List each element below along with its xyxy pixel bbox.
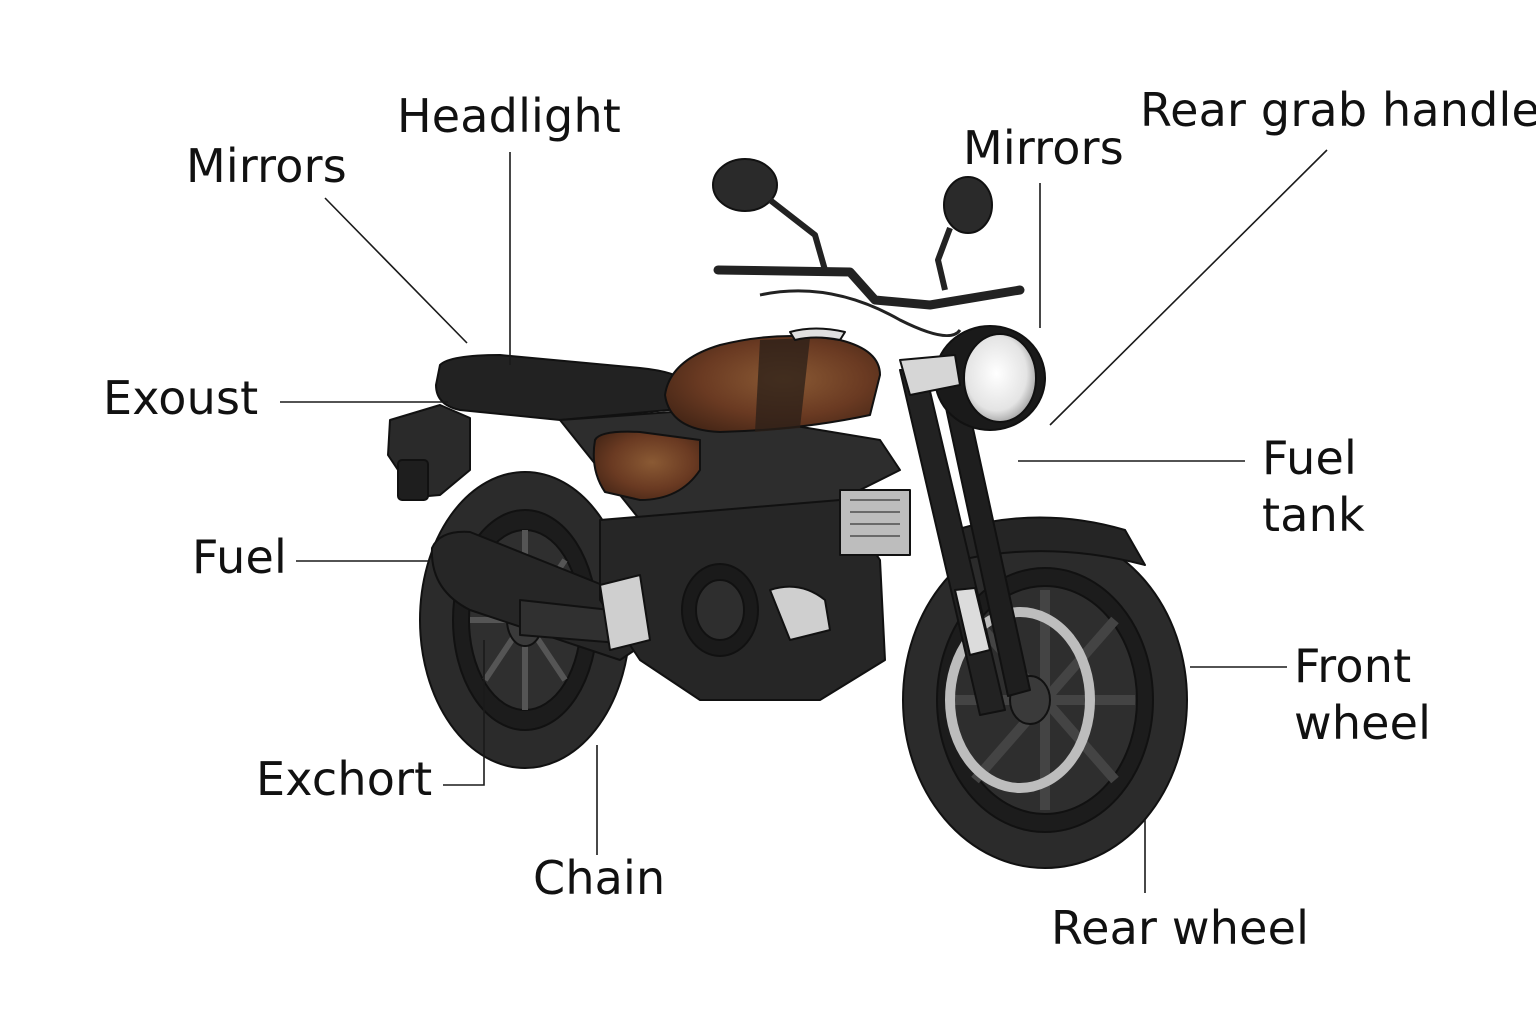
label-fuel-tank-line1: Fuel (1262, 431, 1357, 485)
leader-exchort (443, 640, 485, 786)
label-rear-wheel: Rear wheel (1051, 901, 1310, 955)
headlight-bracket (899, 354, 961, 396)
mirror-right-shape (935, 176, 993, 291)
fuel-tank-stripe (755, 338, 810, 432)
leader-lines (280, 149, 1328, 893)
label-mirrors-left: Mirrors (186, 139, 347, 193)
leader-mirrors-left (324, 197, 468, 344)
label-front-wheel: Front wheel (1294, 638, 1431, 752)
leader-rear-grab-handle (1049, 149, 1328, 426)
engine-shape (599, 489, 911, 701)
front-wheel-shape (902, 531, 1188, 869)
license-plate-bracket (397, 459, 429, 501)
front-fender-shape (954, 516, 1146, 566)
fuel-cap (789, 327, 846, 341)
label-front-wheel-line1: Front (1294, 639, 1412, 693)
label-exoust: Exoust (103, 371, 259, 425)
label-chain: Chain (533, 851, 666, 905)
headlight-shape (934, 325, 1046, 431)
label-fuel: Fuel (192, 530, 287, 584)
label-fuel-tank-line2: tank (1262, 488, 1365, 542)
label-rear-grab-handle: Rear grab handle (1140, 83, 1536, 137)
label-fuel-tank: Fuel tank (1262, 430, 1365, 544)
label-mirrors-right: Mirrors (963, 121, 1124, 175)
side-panel-shape (592, 430, 701, 501)
label-exchort: Exchort (256, 752, 433, 806)
fork-chrome (954, 587, 991, 656)
handlebar-shape (713, 265, 1025, 310)
mirror-left-shape (712, 158, 828, 271)
label-headlight: Headlight (397, 89, 622, 143)
seat-shape (435, 354, 691, 421)
handlebar-cable (759, 289, 962, 338)
motorcycle-illustration (387, 158, 1188, 869)
label-front-wheel-line2: wheel (1294, 696, 1432, 750)
